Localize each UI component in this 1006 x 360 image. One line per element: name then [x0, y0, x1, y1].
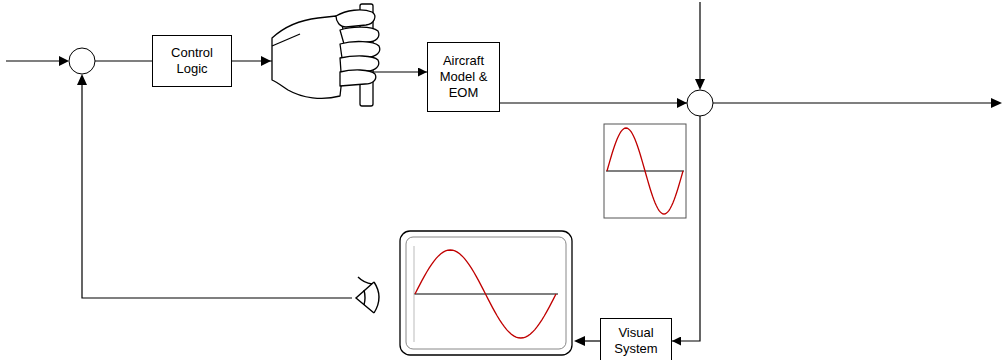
feedback-line: [82, 84, 352, 298]
output-line: [713, 102, 992, 103]
summing-junction: [687, 90, 713, 116]
display-monitor: [400, 231, 572, 355]
arrowhead: [59, 56, 69, 66]
eye-iris: [374, 282, 379, 313]
process-box: Visual System: [600, 318, 672, 360]
plot-frame: [604, 124, 686, 218]
eye-pupil: [364, 290, 365, 305]
hand-back: [272, 16, 345, 98]
process-box: Aircraft Model & EOM: [427, 42, 500, 112]
hand-on-stick: [272, 4, 380, 106]
finger: [340, 70, 376, 86]
thumb: [336, 10, 375, 27]
monitor-screen-edge: [406, 237, 566, 349]
sine-wave: [415, 250, 556, 338]
signal-line: [583, 340, 600, 341]
arrowhead: [695, 79, 705, 90]
box-label: Visual System: [607, 325, 665, 357]
signal-line: [95, 60, 152, 61]
hand-crease: [272, 34, 300, 46]
sine-wave: [607, 128, 683, 214]
input-line: [6, 60, 62, 61]
box-label: Aircraft Model & EOM: [434, 53, 493, 101]
eye-lash: [358, 277, 372, 284]
eye-symbol: [356, 277, 379, 313]
monitor-bezel: [400, 231, 572, 355]
arrowhead: [261, 56, 271, 66]
sine-plot: [604, 124, 686, 218]
arrowhead: [991, 98, 1002, 108]
arrowhead: [77, 74, 87, 85]
arrowhead: [677, 98, 687, 108]
disturbance-line: [699, 2, 700, 80]
summing-junction: [69, 48, 95, 74]
plot-axis: [414, 246, 415, 342]
eye-lids: [356, 282, 374, 313]
process-box: Control Logic: [152, 35, 232, 87]
arrowhead: [574, 336, 585, 346]
box-label: Control Logic: [159, 45, 225, 77]
